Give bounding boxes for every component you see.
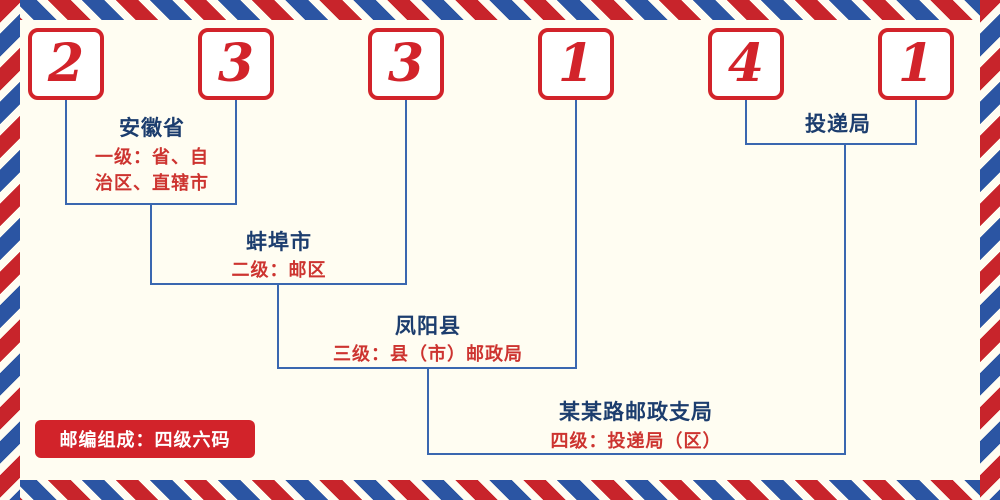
level2-desc: 二级：邮区 <box>231 260 327 281</box>
airmail-border-bottom <box>0 480 1000 500</box>
composition-badge: 邮编组成：四级六码 <box>35 420 255 458</box>
digit-box-4: 1 <box>538 28 614 100</box>
connector-digit1-vertical <box>65 100 67 205</box>
connector-level4-left-vertical <box>427 367 429 455</box>
level4-desc: 四级：投递局（区） <box>550 431 722 452</box>
digit-box-3: 3 <box>368 28 444 100</box>
composition-badge-text: 邮编组成：四级六码 <box>59 430 231 451</box>
level3-desc: 三级：县（市）邮政局 <box>333 344 523 365</box>
digit-2: 3 <box>217 33 255 94</box>
digit-box-1: 2 <box>28 28 104 100</box>
airmail-border-right <box>980 0 1000 500</box>
level2-place: 蚌埠市 <box>246 230 312 254</box>
digit-box-2: 3 <box>198 28 274 100</box>
connector-level2-left-vertical <box>150 203 152 285</box>
connector-level3-left-vertical <box>277 283 279 369</box>
level4-place: 某某路邮政支局 <box>559 400 713 424</box>
level1-desc-line2: 治区、直辖市 <box>95 173 209 194</box>
connector-delivery-horizontal <box>745 143 917 145</box>
connector-digit2-vertical <box>235 100 237 205</box>
connector-digit3-vertical <box>405 100 407 285</box>
connector-level4-horizontal <box>427 453 846 455</box>
level1-place: 安徽省 <box>119 116 185 140</box>
connector-digit4-vertical <box>575 100 577 369</box>
connector-level4-right-vertical <box>844 145 846 455</box>
level3-place: 凤阳县 <box>395 314 461 338</box>
digit-4: 1 <box>557 33 595 94</box>
delivery-office-label: 投递局 <box>805 112 871 136</box>
level1-desc-line1: 一级：省、自 <box>95 147 209 168</box>
connector-digit6-vertical <box>915 100 917 145</box>
connector-digit5-vertical <box>745 100 747 145</box>
airmail-border-top <box>0 0 1000 20</box>
digit-1: 2 <box>47 33 85 94</box>
digit-6: 1 <box>897 33 935 94</box>
digit-3: 3 <box>387 33 425 94</box>
digit-box-5: 4 <box>708 28 784 100</box>
airmail-border-left <box>0 0 20 500</box>
digit-box-6: 1 <box>878 28 954 100</box>
digit-5: 4 <box>727 33 765 94</box>
